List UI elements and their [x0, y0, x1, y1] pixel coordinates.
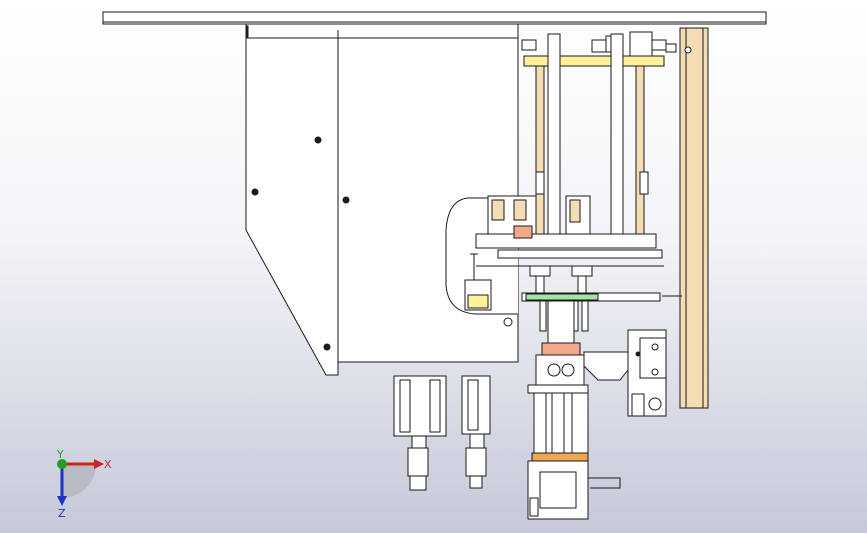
- x-axis-label: X: [104, 458, 112, 471]
- lower-carriage-plate: [475, 195, 664, 267]
- guide-rods: [535, 33, 649, 235]
- top-mounting-plate: [102, 11, 767, 25]
- vertical-column: [662, 27, 709, 409]
- sensor-block: [464, 253, 492, 311]
- gripper-module: [527, 342, 629, 394]
- z-axis-label: Z: [58, 507, 66, 520]
- left-cylinders: [393, 375, 491, 491]
- y-axis-label: Y: [56, 448, 64, 461]
- valve-block: [627, 329, 667, 417]
- green-gripper-plate: [521, 292, 661, 302]
- main-housing: [245, 23, 519, 376]
- nozzle-heads: [529, 265, 593, 295]
- coordinate-triad-icon: X Y Z: [56, 448, 112, 520]
- upper-carriage-plate: [521, 31, 677, 67]
- slide-cylinder: [527, 392, 621, 520]
- gripper-fingers: [539, 300, 589, 344]
